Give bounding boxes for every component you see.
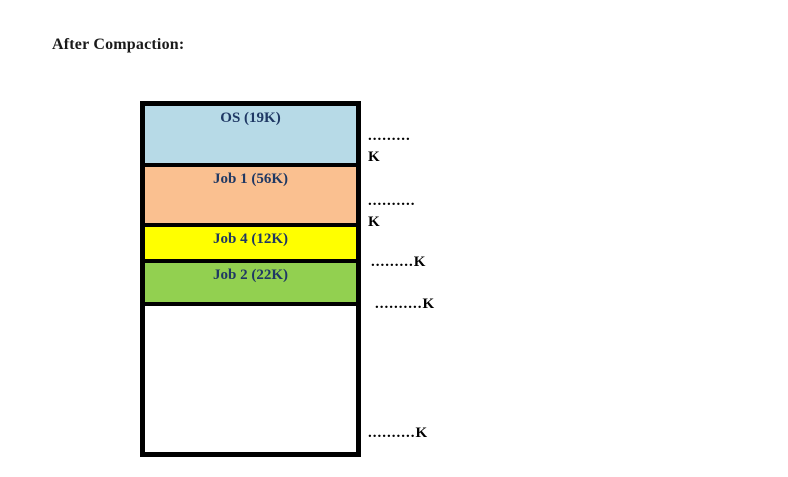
memory-segment-job2: Job 2 (22K) <box>145 263 356 306</box>
address-annotation-end: ..........K <box>368 425 429 441</box>
address-annotation-job1: .......... K <box>368 193 416 230</box>
memory-segment-os: OS (19K) <box>145 106 356 167</box>
address-annotation-job4: .........K <box>371 254 427 270</box>
memory-stack-diagram: OS (19K) Job 1 (56K) Job 4 (12K) Job 2 (… <box>140 101 361 457</box>
address-annotation-job2: ..........K <box>375 296 436 312</box>
segment-label-job4: Job 4 (12K) <box>213 231 288 247</box>
segment-label-job2: Job 2 (22K) <box>213 267 288 283</box>
memory-segment-free <box>145 306 356 435</box>
address-annotation-os: ......... K <box>368 128 411 165</box>
memory-segment-job4: Job 4 (12K) <box>145 227 356 263</box>
segment-label-os: OS (19K) <box>220 110 281 126</box>
page-title: After Compaction: <box>52 36 185 53</box>
memory-segment-job1: Job 1 (56K) <box>145 167 356 227</box>
segment-label-job1: Job 1 (56K) <box>213 171 288 187</box>
